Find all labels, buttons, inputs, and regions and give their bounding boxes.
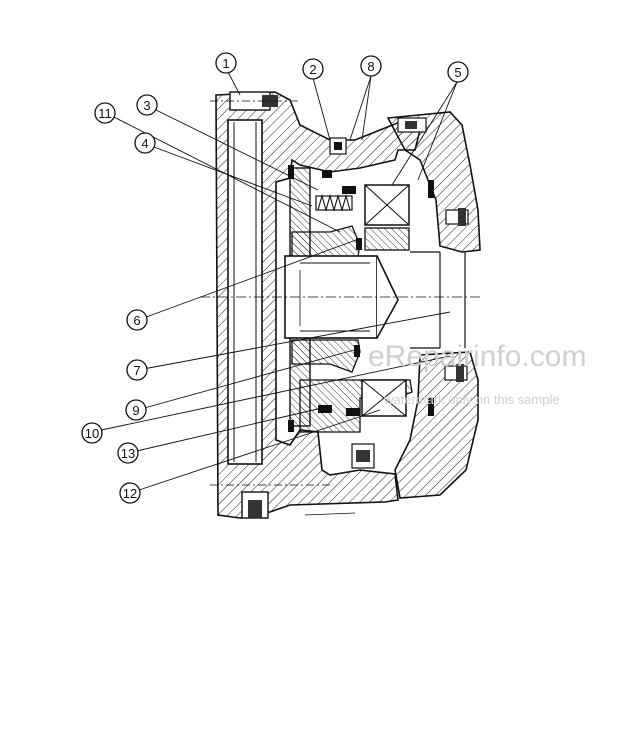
callout-label-4: 4	[141, 136, 148, 151]
flange-housing	[215, 91, 421, 519]
callout-label-8: 8	[367, 59, 374, 74]
watermark-note: watermark only on this sample	[383, 392, 560, 407]
callout-circle-8	[360, 55, 382, 77]
callout-label-11: 11	[98, 106, 112, 121]
callout-circle-9	[125, 399, 147, 421]
callout-circle-10	[81, 422, 103, 444]
callout-label-1: 1	[222, 56, 229, 71]
leader-lines	[91, 71, 458, 494]
callout-label-5: 5	[454, 65, 461, 80]
lower-bearing	[361, 379, 407, 417]
callout-circle-12	[119, 482, 141, 504]
callout-circle-11	[94, 102, 116, 124]
callout-label-13: 13	[121, 446, 135, 461]
upper-bearing	[364, 184, 410, 251]
shaft	[200, 251, 480, 349]
callout-label-6: 6	[133, 313, 140, 328]
top-bolt	[210, 91, 300, 111]
callout-label-9: 9	[132, 403, 139, 418]
callout-circle-13	[117, 442, 139, 464]
callout-circle-3	[136, 94, 158, 116]
callout-circle-7	[126, 359, 148, 381]
callout-label-3: 3	[143, 98, 150, 113]
callout-label-2: 2	[309, 62, 316, 77]
bottom-bolt	[210, 484, 330, 519]
seals-and-springs	[288, 137, 469, 469]
callout-circle-5	[447, 61, 469, 83]
callout-circle-1	[215, 52, 237, 74]
watermark-site: eRepairinfo.com	[368, 340, 586, 373]
callout-label-7: 7	[133, 363, 140, 378]
callout-circle-2	[302, 58, 324, 80]
callout-circle-6	[126, 309, 148, 331]
callout-circle-4	[134, 132, 156, 154]
callout-label-12: 12	[123, 486, 137, 501]
callout-label-10: 10	[85, 426, 99, 441]
reference-line	[304, 512, 356, 516]
